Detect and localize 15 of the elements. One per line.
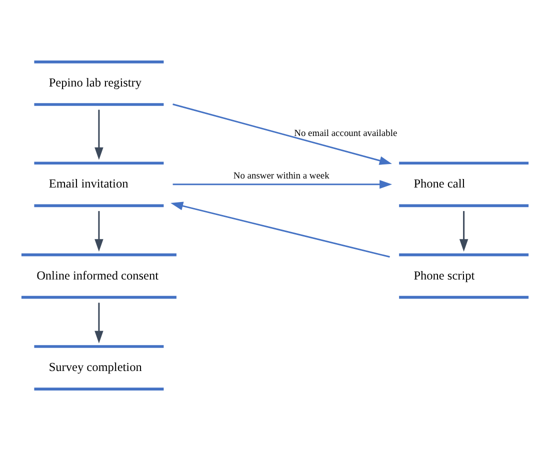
arrow: [94, 302, 104, 343]
node-text: Phone call: [414, 176, 466, 190]
node-text: Pepino lab registry: [48, 74, 142, 89]
node-text: Phone script: [414, 268, 475, 282]
arrow: [170, 201, 390, 258]
arrow: [94, 210, 104, 252]
node-text: Survey completion: [48, 359, 142, 374]
edge-label: No email account available: [294, 128, 398, 139]
node-text: Email invitation: [48, 176, 128, 190]
arrow: [459, 210, 468, 252]
arrow: [172, 180, 392, 188]
arrow: [172, 103, 392, 164]
node-text: Online informed consent: [36, 268, 159, 282]
edge-label: No answer within a week: [233, 171, 330, 182]
arrow: [94, 109, 104, 160]
